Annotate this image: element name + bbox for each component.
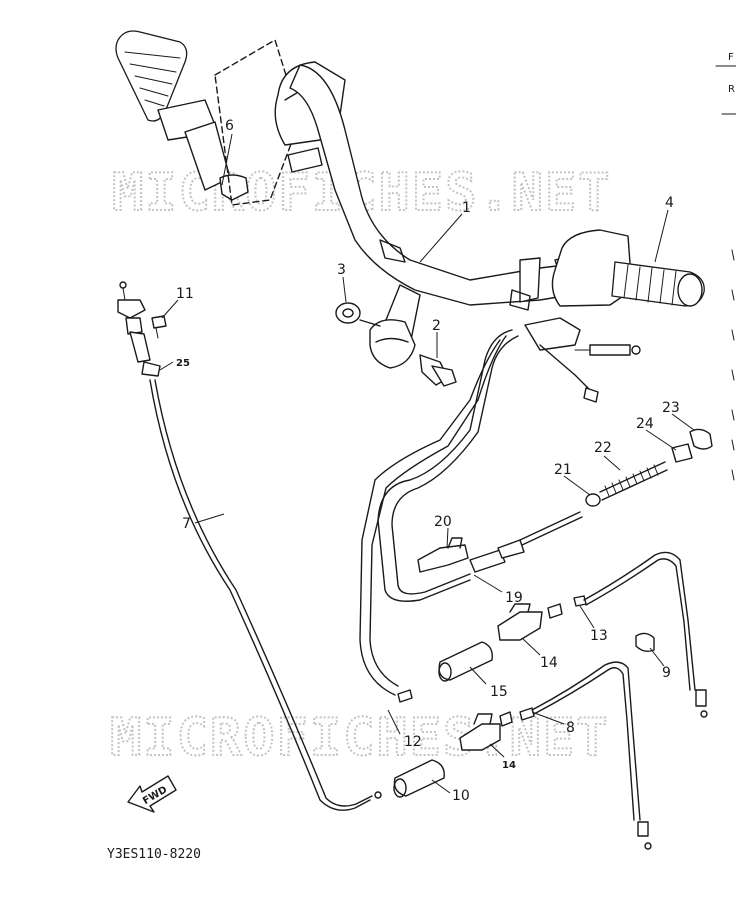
callout-14b: 14 [502, 760, 516, 771]
callout-13: 13 [590, 628, 608, 644]
diagram-code: Y3ES110-8220 [107, 847, 201, 862]
callout-12: 12 [404, 734, 422, 750]
callout-1: 1 [462, 200, 471, 216]
callout-2: 2 [432, 318, 441, 334]
callout-10: 10 [452, 788, 470, 804]
callout-25: 25 [176, 358, 190, 369]
right-switch-throttle [509, 229, 705, 311]
callout-19: 19 [505, 590, 523, 606]
right-edge-table-fragment: F R [715, 52, 736, 481]
callout-21: 21 [554, 462, 572, 478]
callout-23: 23 [662, 400, 680, 416]
cable-adjuster-left [117, 281, 382, 811]
callout-3: 3 [337, 262, 346, 278]
cables [359, 329, 519, 696]
handlebar-holder [335, 302, 457, 387]
callout-11: 11 [176, 286, 194, 302]
callout-7: 7 [182, 516, 191, 532]
callout-14a: 14 [540, 655, 558, 671]
junction-and-covers [393, 603, 655, 798]
callout-24: 24 [636, 416, 654, 432]
throttle-cable-bracket [524, 317, 641, 403]
callout-15: 15 [490, 684, 508, 700]
callout-6: 6 [225, 118, 234, 134]
left-grip [115, 30, 249, 201]
leader-lines [159, 133, 695, 794]
watermark-bottom: MICROFICHES.NET [110, 708, 610, 768]
callout-8: 8 [566, 720, 575, 736]
callout-20: 20 [434, 514, 452, 530]
callout-4: 4 [665, 195, 674, 211]
cable-8 [499, 661, 652, 850]
throttle-cable-assembly [417, 428, 713, 573]
callout-9: 9 [662, 665, 671, 681]
callouts: 6 1 4 3 2 11 25 7 20 21 22 24 23 19 13 1… [176, 118, 680, 804]
cable-13 [547, 551, 708, 718]
edge-text-2: R [728, 84, 735, 95]
fwd-arrow: FWD [127, 775, 177, 813]
callout-22: 22 [594, 440, 612, 456]
edge-text-1: F [728, 52, 734, 63]
